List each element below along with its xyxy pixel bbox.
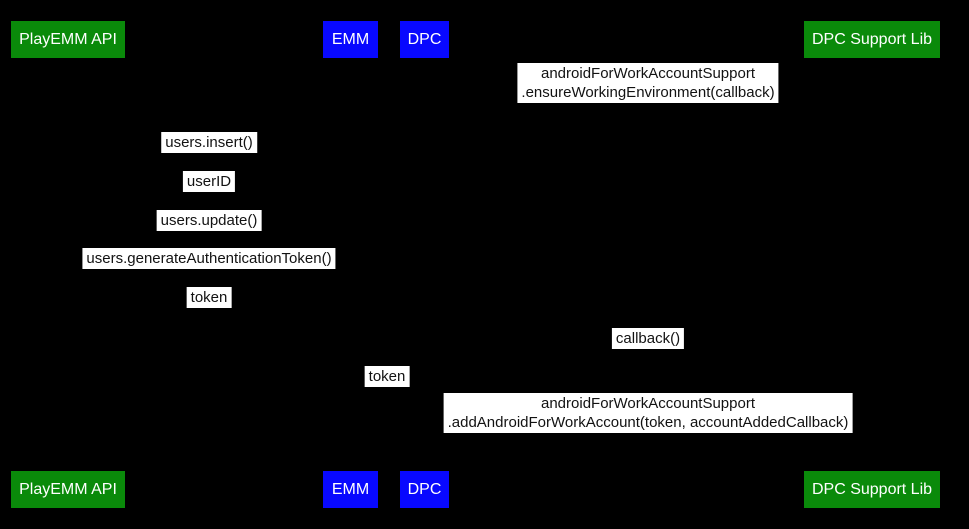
message-users-generate-authentication-token: users.generateAuthenticationToken() xyxy=(82,248,336,269)
actor-emm-top: EMM xyxy=(323,21,378,58)
actor-dpc-support-lib-top: DPC Support Lib xyxy=(804,21,940,58)
message-line: .ensureWorkingEnvironment(callback) xyxy=(521,84,775,101)
message-user-id: userID xyxy=(182,171,236,192)
actor-playemm-api-bottom: PlayEMM API xyxy=(11,471,125,508)
message-line: androidForWorkAccountSupport xyxy=(541,395,755,412)
message-add-android-for-work-account: androidForWorkAccountSupport .addAndroid… xyxy=(443,393,853,433)
actor-dpc-top: DPC xyxy=(400,21,449,58)
actor-emm-bottom: EMM xyxy=(323,471,378,508)
message-callback: callback() xyxy=(611,328,685,349)
message-token-to-dpc: token xyxy=(364,366,410,387)
actor-dpc-support-lib-bottom: DPC Support Lib xyxy=(804,471,940,508)
message-ensure-working-environment: androidForWorkAccountSupport .ensureWork… xyxy=(517,63,779,103)
actor-playemm-api-top: PlayEMM API xyxy=(11,21,125,58)
actor-dpc-bottom: DPC xyxy=(400,471,449,508)
message-users-update: users.update() xyxy=(156,210,262,231)
message-users-insert: users.insert() xyxy=(161,132,257,153)
message-line: .addAndroidForWorkAccount(token, account… xyxy=(447,414,849,431)
message-token-to-emm: token xyxy=(186,287,232,308)
message-line: androidForWorkAccountSupport xyxy=(540,65,755,82)
